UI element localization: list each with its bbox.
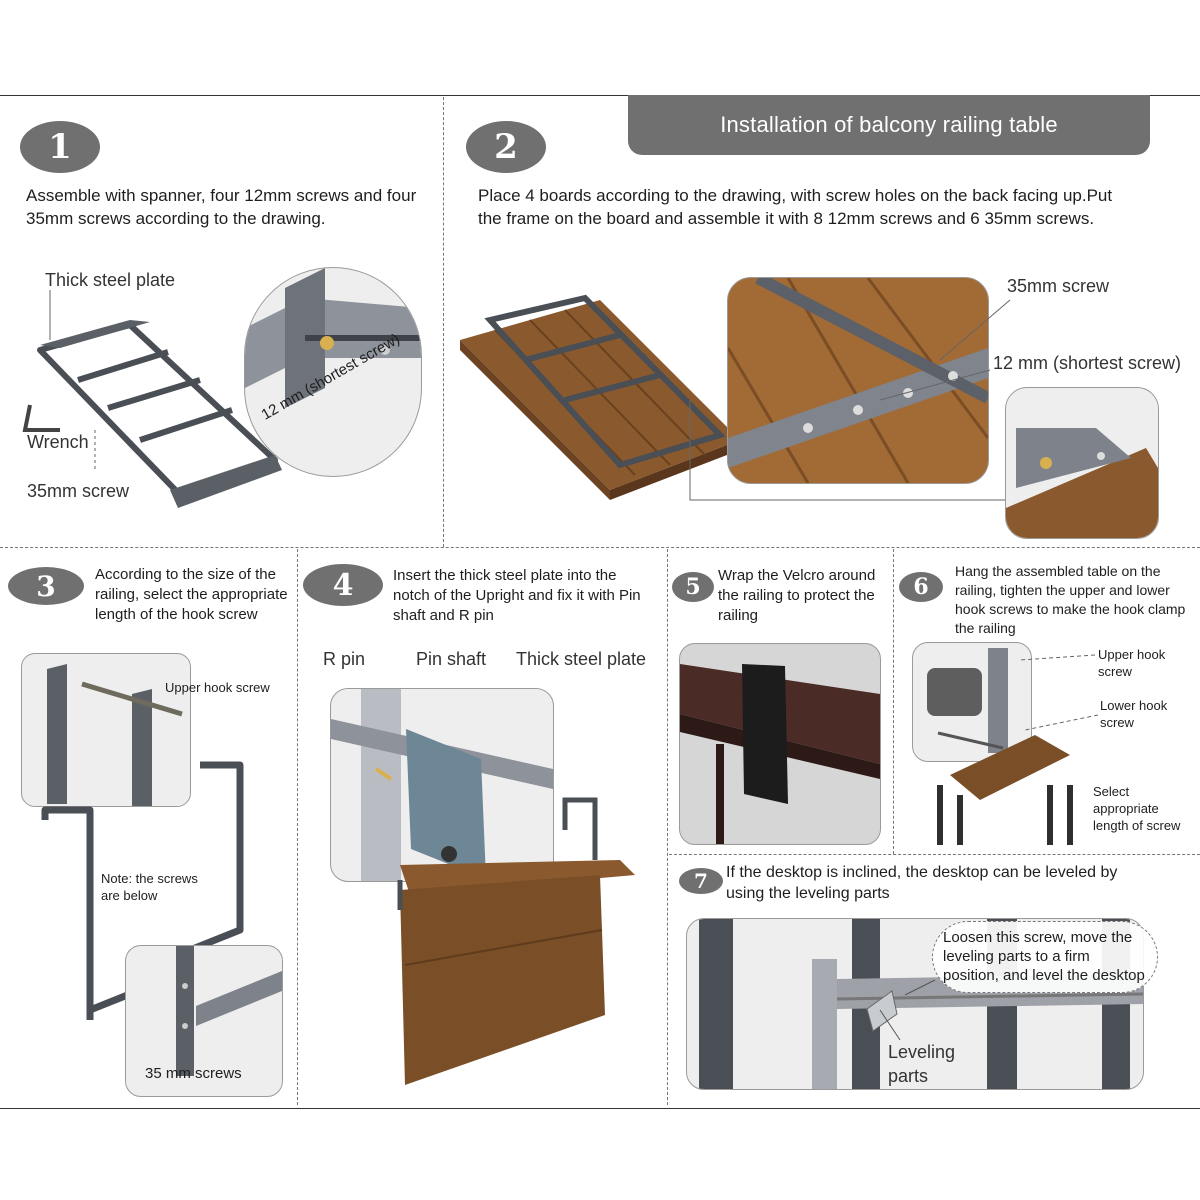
divider <box>297 549 298 1105</box>
divider <box>443 97 444 547</box>
label-pin-shaft: Pin shaft <box>416 649 487 669</box>
step-badge: 5 <box>672 572 714 602</box>
step-4-text: Insert the thick steel plate into the no… <box>393 567 641 624</box>
label-leveling-parts: Leveling parts <box>888 1042 956 1086</box>
zoom-callout-hook <box>21 653 191 807</box>
divider <box>667 549 668 1105</box>
divider <box>893 549 894 854</box>
board-frame-drawing <box>460 294 740 500</box>
step-badge: 2 <box>466 121 546 173</box>
label-note-screws-below: Note: the screws are below <box>101 871 198 903</box>
label-thick-steel-plate: Thick steel plate <box>516 649 647 669</box>
label-35mm-screws: 35 mm screws <box>145 1065 242 1082</box>
step-badge: 7 <box>679 868 723 894</box>
step-5-text: Wrap the Velcro around the railing to pr… <box>718 567 876 624</box>
step-6-text: Hang the assembled table on the railing,… <box>955 563 1186 636</box>
step-2-text: Place 4 boards according to the drawing,… <box>478 186 1113 228</box>
label-35mm-screw: 35mm screw <box>1007 276 1110 296</box>
label-wrench: Wrench <box>27 432 89 452</box>
label-12mm-shortest: 12 mm (shortest screw) <box>993 353 1182 373</box>
label-upper-hook-screw: Upper hook screw <box>1098 647 1166 679</box>
label-select-length: Select appropriate length of screw <box>1093 784 1181 833</box>
zoom-callout-bracket <box>244 267 422 477</box>
banner-title: Installation of balcony railing table <box>628 95 1150 155</box>
label-thick-steel-plate: Thick steel plate <box>45 270 176 290</box>
instruction-sheet <box>0 95 1200 1109</box>
zoom-callout-frame-board <box>727 277 989 484</box>
zoom-callout-corner <box>1005 387 1159 539</box>
label-lower-hook-screw: Lower hook screw <box>1100 698 1168 730</box>
step-badge: 4 <box>303 564 383 606</box>
velcro-photo <box>679 643 881 845</box>
label-r-pin: R pin <box>323 649 366 669</box>
step-7-text: If the desktop is inclined, the desktop … <box>726 864 1118 902</box>
step-badge: 6 <box>899 572 943 602</box>
step-badge: 3 <box>8 567 84 605</box>
frame-assembly-drawing <box>22 290 282 508</box>
divider <box>669 854 1200 855</box>
table-hanging-drawing <box>397 797 635 1085</box>
label-35mm-screw: 35mm screw <box>27 481 130 501</box>
step-badge: 1 <box>20 121 100 173</box>
zoom-callout-hook-clamp <box>912 642 1032 762</box>
railing-table-drawing <box>937 735 1073 845</box>
label-upper-hook-screw: Upper hook screw <box>165 680 270 695</box>
divider <box>0 547 1200 548</box>
label-loosen-screw: Loosen this screw, move the leveling par… <box>932 921 1158 993</box>
step-3-text: According to the size of the railing, se… <box>95 566 288 623</box>
zoom-callout-screws <box>125 945 283 1097</box>
step-1-text: Assemble with spanner, four 12mm screws … <box>26 186 417 228</box>
